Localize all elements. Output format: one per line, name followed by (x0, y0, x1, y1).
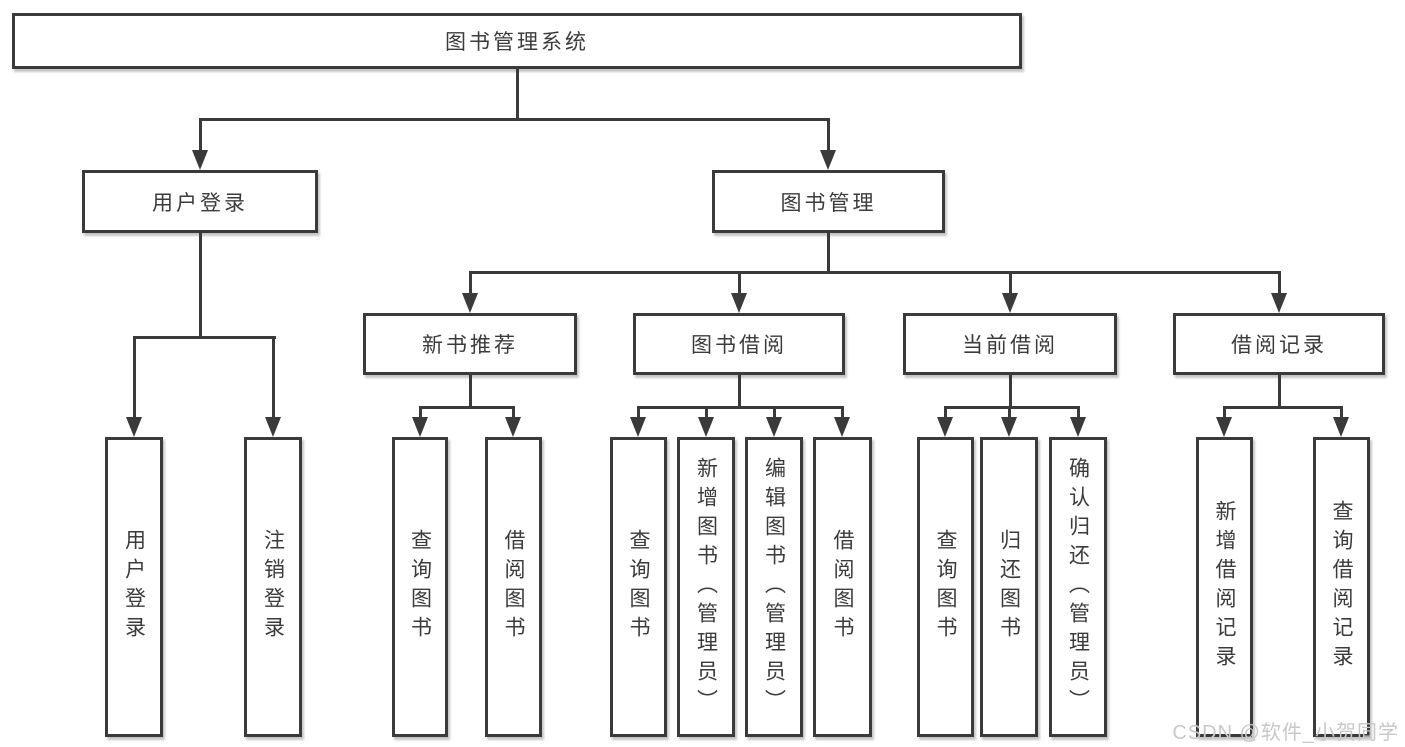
arrow-down-icon (937, 417, 953, 437)
connector-line (1340, 406, 1343, 419)
connector-line (199, 233, 202, 338)
arrow-down-icon (630, 417, 646, 437)
arrow-down-icon (1001, 417, 1017, 437)
connector-line (637, 406, 844, 409)
node-current-borrowing: 当前借阅 (903, 313, 1117, 375)
arrow-down-icon (1070, 417, 1086, 437)
arrow-down-icon (1216, 417, 1232, 437)
leaf-query-books-borrowing: 查询图书 (610, 437, 667, 737)
leaf-query-books-current: 查询图书 (917, 437, 974, 737)
connector-line (469, 271, 472, 295)
connector-line (738, 271, 741, 295)
leaf-logout: 注销登录 (244, 437, 302, 737)
connector-line (469, 271, 1281, 274)
leaf-label: 归还图书 (997, 529, 1021, 645)
arrow-down-icon (265, 417, 281, 437)
node-label: 借阅记录 (1231, 334, 1327, 357)
node-label: 当前借阅 (962, 334, 1058, 357)
leaf-query-borrow-record: 查询借阅记录 (1313, 437, 1370, 737)
node-book-borrowing: 图书借阅 (633, 313, 845, 375)
leaf-edit-books-admin: 编辑图书（管理员） (745, 437, 803, 737)
connector-line (1008, 406, 1011, 419)
connector-line (1278, 271, 1281, 295)
node-borrowing-records: 借阅记录 (1173, 313, 1385, 375)
connector-line (1009, 375, 1012, 408)
arrow-down-icon (1271, 293, 1287, 313)
arrow-down-icon (766, 417, 782, 437)
connector-line (827, 233, 830, 274)
connector-line (1077, 406, 1080, 419)
connector-line (512, 406, 515, 419)
node-new-book-recommendation: 新书推荐 (363, 313, 577, 375)
connector-line (841, 406, 844, 419)
connector-line (133, 336, 136, 419)
leaf-label: 注销登录 (261, 529, 285, 645)
connector-line (419, 406, 515, 409)
node-label: 图书借阅 (691, 334, 787, 357)
leaf-query-books-recommend: 查询图书 (392, 437, 448, 737)
connector-line (738, 375, 741, 408)
node-user-login: 用户登录 (82, 170, 318, 233)
leaf-label: 查询借阅记录 (1330, 500, 1354, 674)
leaf-return-books: 归还图书 (980, 437, 1038, 737)
leaf-label: 新增借阅记录 (1213, 500, 1237, 674)
arrow-down-icon (126, 417, 142, 437)
node-book-management: 图书管理 (712, 170, 945, 233)
leaf-label: 查询图书 (934, 529, 958, 645)
leaf-confirm-return-admin: 确认归还（管理员） (1049, 437, 1107, 737)
node-label: 图书管理系统 (445, 31, 589, 54)
arrow-down-icon (820, 150, 836, 170)
leaf-label: 确认归还（管理员） (1066, 456, 1090, 718)
leaf-add-books-admin: 新增图书（管理员） (677, 437, 735, 737)
connector-line (944, 406, 1080, 409)
connector-line (516, 69, 519, 118)
connector-line (199, 118, 202, 152)
connector-line (1009, 271, 1012, 295)
leaf-user-login: 用户登录 (105, 437, 163, 737)
arrow-down-icon (834, 417, 850, 437)
leaf-label: 新增图书（管理员） (694, 456, 718, 718)
connector-line (773, 406, 776, 419)
connector-line (1223, 406, 1226, 419)
connector-line (944, 406, 947, 419)
connector-line (827, 118, 830, 152)
leaf-label: 借阅图书 (502, 529, 526, 645)
arrow-down-icon (192, 150, 208, 170)
leaf-borrow-books-recommend: 借阅图书 (485, 437, 542, 737)
connector-line (637, 406, 640, 419)
node-library-management-system: 图书管理系统 (12, 13, 1022, 69)
connector-line (199, 118, 830, 121)
arrow-down-icon (731, 293, 747, 313)
connector-line (133, 336, 276, 339)
leaf-borrow-books: 借阅图书 (813, 437, 872, 737)
leaf-label: 借阅图书 (831, 529, 855, 645)
connector-line (272, 336, 275, 419)
arrow-down-icon (412, 417, 428, 437)
arrow-down-icon (505, 417, 521, 437)
node-label: 用户登录 (152, 191, 248, 215)
connector-line (705, 406, 708, 419)
csdn-watermark: CSDN @软件_小贺同学 (1172, 722, 1399, 744)
leaf-label: 用户登录 (122, 529, 146, 645)
arrow-down-icon (1002, 293, 1018, 313)
leaf-add-borrow-record: 新增借阅记录 (1196, 437, 1253, 737)
arrow-down-icon (698, 417, 714, 437)
node-label: 图书管理 (780, 191, 877, 215)
connector-line (1223, 406, 1343, 409)
connector-line (469, 375, 472, 408)
arrow-down-icon (1333, 417, 1349, 437)
connector-line (1278, 375, 1281, 408)
leaf-label: 编辑图书（管理员） (762, 456, 786, 718)
leaf-label: 查询图书 (627, 529, 651, 645)
arrow-down-icon (462, 293, 478, 313)
leaf-label: 查询图书 (408, 529, 432, 645)
node-label: 新书推荐 (422, 334, 518, 357)
connector-line (419, 406, 422, 419)
